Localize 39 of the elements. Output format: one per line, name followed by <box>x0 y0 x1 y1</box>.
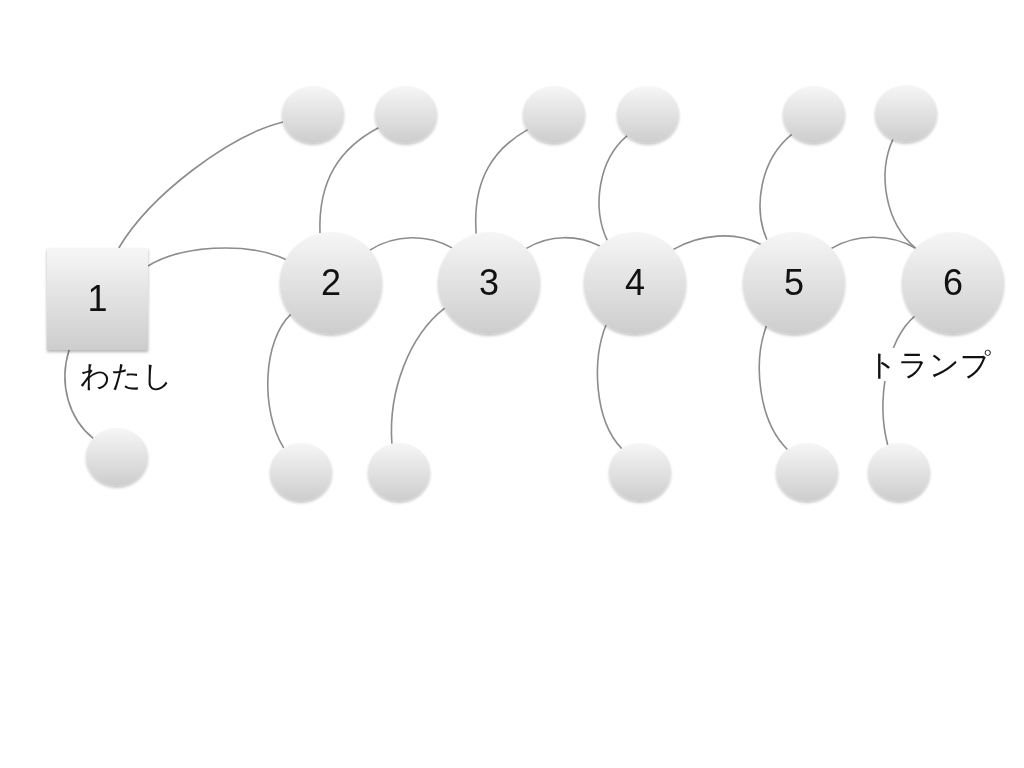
small-circle-node <box>86 428 148 486</box>
circle-node <box>584 232 686 334</box>
connector-line <box>369 236 453 251</box>
connector-line <box>758 325 789 451</box>
node-label: 1 <box>87 281 108 317</box>
connector-line <box>525 236 601 250</box>
connector-line <box>830 236 917 250</box>
square-node <box>47 248 148 350</box>
connector-line <box>598 134 629 242</box>
node-label: 2 <box>321 265 341 301</box>
small-circle-node <box>868 443 930 501</box>
connector-line <box>267 313 292 449</box>
small-circle-node <box>875 85 937 142</box>
circle-node <box>743 232 845 334</box>
connector-line <box>474 128 529 235</box>
small-circle-node <box>368 443 430 501</box>
small-circle-node <box>609 443 671 501</box>
node-label: 5 <box>784 265 804 301</box>
small-circle-node <box>776 443 838 501</box>
connector-line <box>319 126 380 234</box>
circle-node <box>438 232 540 334</box>
connector-line <box>884 138 917 250</box>
node-label: 4 <box>625 265 645 301</box>
small-circle-node <box>282 86 344 143</box>
small-circle-node <box>617 86 679 143</box>
node-label: 3 <box>479 265 499 301</box>
connector-line <box>147 247 287 267</box>
small-circle-node <box>523 86 585 143</box>
connector-line <box>759 133 793 241</box>
node-label: 6 <box>943 265 963 301</box>
small-circle-node <box>270 443 332 501</box>
connector-line <box>390 307 446 445</box>
small-circle-node <box>783 86 845 143</box>
connector-line <box>672 235 762 251</box>
connector-line <box>64 349 95 440</box>
small-circle-node <box>375 86 437 143</box>
connector-line <box>118 121 284 249</box>
connector-line <box>596 324 623 450</box>
circle-node <box>280 232 382 334</box>
